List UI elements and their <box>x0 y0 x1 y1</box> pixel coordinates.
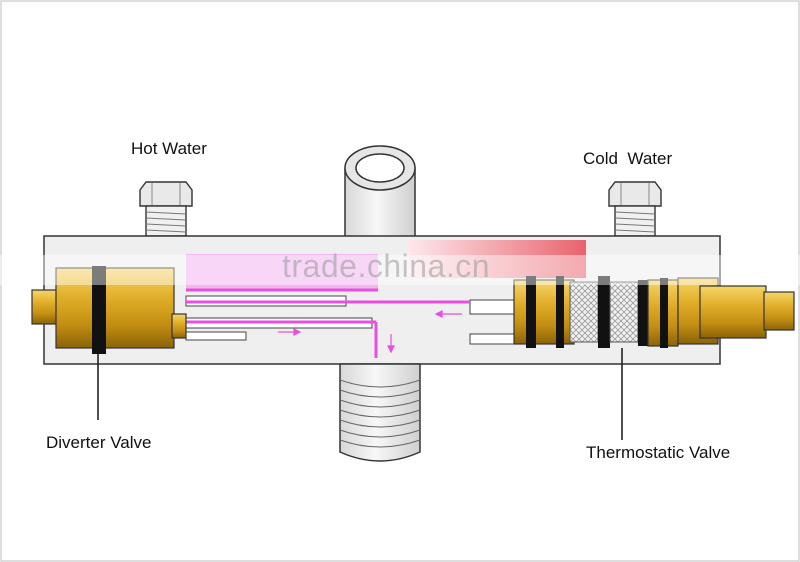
diverter-valve-label: Diverter Valve <box>46 433 152 452</box>
hot-channel-right <box>408 240 586 278</box>
hot-channel-left <box>186 254 378 290</box>
cold-water-fitting <box>608 181 662 266</box>
watermark-text: trade.china.cn <box>282 248 491 284</box>
flow-arrow-icon <box>278 310 462 354</box>
thermostatic-valve-cartridge <box>513 276 795 440</box>
top-outlet-pipe <box>344 145 416 239</box>
watermark-band <box>0 255 800 285</box>
bottom-outlet-pipe <box>339 363 421 462</box>
hot-water-label: Hot Water <box>131 139 207 158</box>
thermostatic-valve-label: Thermostatic Valve <box>586 443 731 462</box>
diverter-valve-cartridge <box>31 266 187 420</box>
cold-water-label: Cold Water <box>583 149 673 168</box>
mixed-flow-lines <box>186 288 470 358</box>
